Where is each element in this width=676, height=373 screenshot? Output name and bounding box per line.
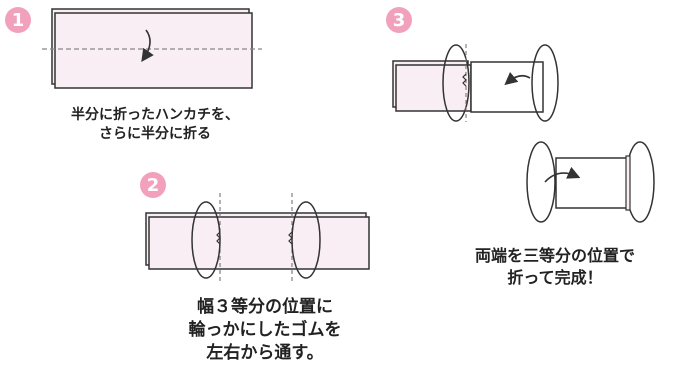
step-1-badge: 1 bbox=[5, 7, 31, 33]
caption-line: 半分に折ったハンカチを、 bbox=[71, 107, 239, 123]
step-3-finished bbox=[526, 141, 655, 223]
rubber-band-right bbox=[291, 201, 321, 279]
caption-line: 両端を三等分の位置で bbox=[474, 246, 635, 265]
step-1-caption: 半分に折ったハンカチを、 さらに半分に折る bbox=[40, 106, 270, 144]
caption-line: 左右から通す。 bbox=[206, 342, 324, 363]
step-2-caption: 幅３等分の位置に 輪っかにしたゴムを 左右から通す。 bbox=[150, 296, 380, 365]
step-3-badge: 3 bbox=[386, 7, 412, 33]
step-2-badge: 2 bbox=[140, 172, 166, 198]
caption-line: 幅３等分の位置に bbox=[197, 297, 333, 317]
step-3-folding bbox=[392, 44, 559, 122]
step-2-strip bbox=[145, 193, 370, 283]
fold-arrow-icon bbox=[141, 29, 154, 62]
fold-arrow-icon bbox=[504, 71, 531, 86]
step-3-caption: 両端を三等分の位置で 折って完成！ bbox=[440, 245, 670, 288]
caption-line: 折って完成！ bbox=[507, 267, 603, 287]
rubber-band-left bbox=[191, 201, 221, 279]
fold-arrow-icon bbox=[544, 166, 581, 183]
caption-line: 輪っかにしたゴムを bbox=[188, 319, 342, 340]
step-1-handkerchief bbox=[42, 8, 262, 89]
caption-line: さらに半分に折る bbox=[99, 125, 211, 142]
